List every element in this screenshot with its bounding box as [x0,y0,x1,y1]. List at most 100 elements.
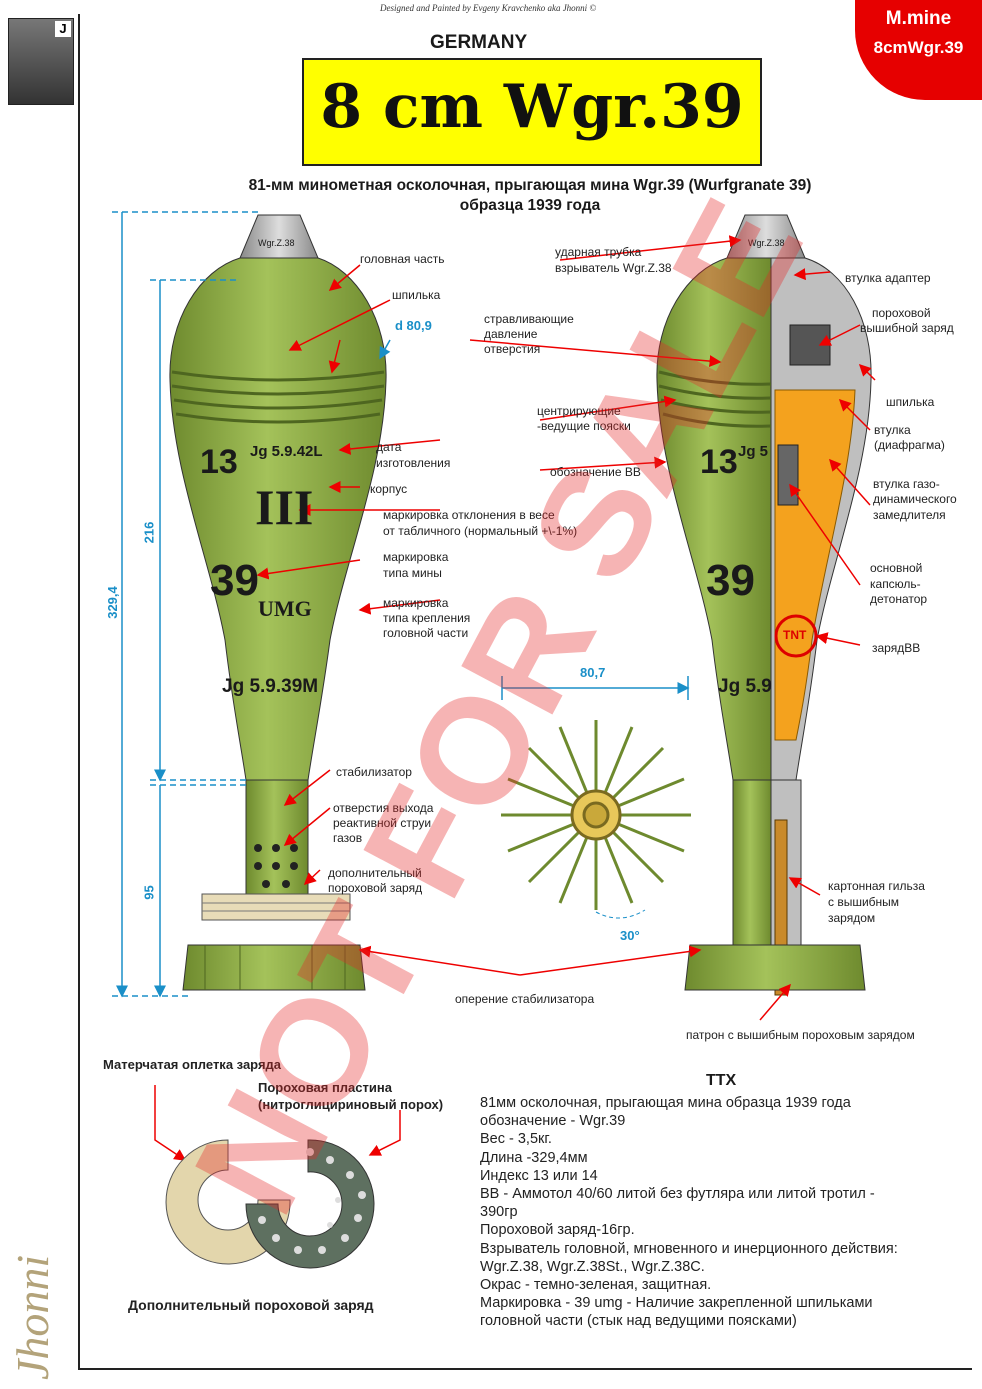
label-pin: шпилька [392,288,441,302]
label-fuze2: взрыватель Wgr.Z.38 [555,261,672,275]
label-head: головная часть [360,252,445,266]
label-weight2: от табличного (нормальный +\-1%) [383,524,578,538]
label-cartridge: патрон с вышибным пороховым зарядом [686,1028,915,1042]
right-fuze-label: Wgr.Z.38 [748,238,785,248]
ttx-line: Вес - 3,5кг. [480,1131,552,1148]
page-frame [78,14,972,1370]
label-mount1: маркировка [383,596,449,610]
label-mount3: головной части [383,626,469,640]
label-weight1: маркировка отклонения в весе [383,508,555,522]
label-braid: Матерчатая оплетка заряда [103,1057,282,1072]
dim-width: 80,7 [580,665,606,680]
dim-329: 329,4 [104,586,120,619]
label-vent2: реактивной струи [333,816,432,830]
label-relief1: стравливающие [484,312,574,326]
corner-badge: M.mine 8cmWgr.39 [855,0,982,100]
left-marking-date1: Jg 5.9.42L [250,443,323,460]
corner-line2: 8cmWgr.39 [873,38,964,57]
label-vent1: отверстия выхода [333,801,434,815]
subtitle-line1: 81-мм минометная осколочная, прыгающая м… [248,177,812,194]
label-type2: типа мины [383,566,442,580]
label-sleeve1: втулка [874,423,911,437]
left-marking-date2: Jg 5.9.39M [222,676,319,697]
label-powder1: пороховой [872,306,931,320]
dim-216: 216 [141,521,157,544]
tnt-label: TNT [783,628,807,642]
label-extra2: пороховой заряд [328,881,423,895]
label-casing3: зарядом [828,911,876,925]
dim-95: 95 [141,885,157,900]
label-fuze1: ударная трубка [555,245,642,259]
label-adapter: втулка адаптер [845,271,931,285]
left-stabilizer-tube [245,779,309,901]
ttx-line: ВВ - Аммотол 40/60 литой без футляра или… [480,1186,875,1203]
credit-text: Designed and Painted by Evgeny Kravchenk… [380,3,597,13]
label-bands1: центрирующие [537,404,621,418]
subtitle: 81-мм минометная осколочная, прыгающая м… [120,176,940,216]
label-bands2: -ведущие пояски [537,419,631,433]
label-delay2: динамического [873,492,957,506]
label-delay3: замедлителя [873,508,946,522]
title-box: 8 cm Wgr.39 [302,58,762,166]
ttx-line: Взрыватель головной, мгновенного и инерц… [480,1240,898,1257]
left-fuze [239,214,319,259]
right-marking-13: 13 [700,443,738,481]
left-charge-rings [201,893,351,921]
label-body: корпус [370,482,408,496]
author-avatar: J [8,18,74,105]
label-relief3: отверстия [484,342,541,356]
ttx-line: Индекс 13 или 14 [480,1167,598,1184]
right-mine [656,214,872,996]
dim-diameter: d 80,9 [395,318,432,333]
page-title: 8 cm Wgr.39 [320,72,744,142]
label-date2: изготовления [376,456,451,470]
label-powder2: вышибной заряд [860,321,954,335]
label-delay1: втулка газо- [873,477,940,491]
right-marking-date2: Jg 5.9 [718,676,772,697]
right-marking-date1: Jg 5 [738,443,769,460]
left-marking-umg: UMG [258,596,312,621]
ttx-line: Окрас - темно-зеленая, защитная. [480,1277,712,1294]
fin-star [501,720,691,910]
ttx-line: Маркировка - 39 umg - Наличие закрепленн… [480,1295,873,1312]
left-marking-iii: III [255,479,314,535]
left-fins [182,944,366,991]
ttx-title: TTX [706,1072,737,1089]
label-detonator3: детонатор [870,592,928,606]
label-extra1: дополнительный [328,866,422,880]
label-fins: оперение стабилизатора [455,992,595,1006]
label-plate2: (нитроглицириновый порох) [258,1097,444,1112]
left-bands [171,370,385,424]
label-vent3: газов [333,831,363,845]
label-casing2: с вышибным [828,895,900,909]
ttx-line: обозначение - Wgr.39 [480,1113,626,1130]
charge-rings [165,1139,375,1269]
label-mount2: типа крепления [383,611,471,625]
ttx-line: Wgr.Z.38, Wgr.Z.38St., Wgr.Z.38C. [480,1258,705,1275]
ttx-line: 390гр [480,1204,518,1221]
leader-lines [154,235,876,1161]
left-mine [169,214,387,991]
avatar-letter: J [55,21,71,37]
label-relief2: давление [484,327,538,341]
ttx-line: 81мм осколочная, прыгающая мина образца … [480,1095,851,1111]
right-detonator [777,444,799,506]
country-label: GERMANY [430,32,528,53]
label-explosive-mark: обозначение ВВ [550,465,641,479]
label-date1: дата [376,440,402,454]
right-body [656,257,772,781]
label-detonator2: капсюль- [870,577,921,591]
corner-line1: M.mine [885,8,952,29]
right-explosive [774,389,856,741]
ttx-block: 81мм осколочная, прыгающая мина образца … [480,1094,960,1331]
right-marking-39: 39 [706,556,755,605]
ttx-line: Длина -329,4мм [480,1149,588,1166]
left-marking-13: 13 [200,443,238,481]
label-type1: маркировка [383,550,449,564]
label-extra-charge: Дополнительный пороховой заряд [128,1297,374,1313]
label-plate1: Пороховая пластина [258,1080,392,1095]
label-detonator1: основной [870,561,923,575]
label-stabilizer: стабилизатор [336,765,412,779]
subtitle-line2: образца 1939 года [459,197,601,214]
